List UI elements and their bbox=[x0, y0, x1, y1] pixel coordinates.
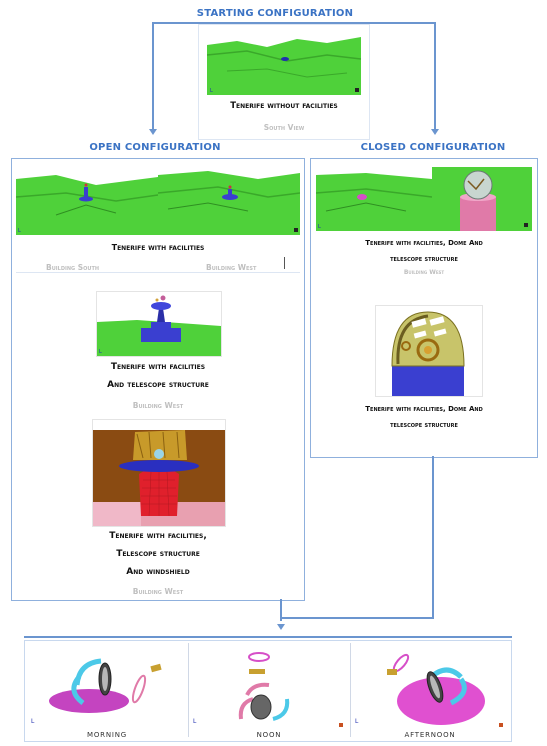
open-view-building-west-2: Building West bbox=[132, 401, 184, 410]
open-caption-3-line-1: Tenerife with facilities, bbox=[109, 531, 207, 541]
terrain-south-view-image: L bbox=[207, 31, 361, 95]
connector-closed-down bbox=[432, 456, 434, 618]
svg-text:L: L bbox=[318, 224, 321, 230]
open-view-building-west-3: Building West bbox=[132, 587, 184, 596]
arrow-to-bottom-row bbox=[277, 624, 285, 630]
open-windshield-image bbox=[92, 419, 226, 527]
closed-telescope-interior-image bbox=[375, 305, 483, 397]
noon-render-image: L bbox=[189, 643, 349, 733]
connector-top-horizontal bbox=[152, 22, 436, 24]
open-caption-2-line-2: And telescope structure bbox=[107, 380, 209, 390]
noon-label: NOON bbox=[256, 731, 282, 739]
open-caption-3-line-3: And windshield bbox=[126, 567, 190, 577]
closed-caption-2-line-1: Tenerife with facilities, Dome And bbox=[365, 405, 483, 413]
morning-label: MORNING bbox=[87, 731, 127, 739]
afternoon-render-image: L bbox=[351, 643, 509, 733]
bottom-row-bar bbox=[24, 636, 512, 638]
bottom-divider-2 bbox=[350, 643, 351, 737]
open-configuration-panel: L Tenerife with facilities Building Sout… bbox=[11, 158, 305, 601]
connector-left-vertical bbox=[152, 22, 154, 130]
open-building-south-image: L bbox=[16, 165, 158, 235]
afternoon-label: AFTERNOON bbox=[404, 731, 456, 739]
open-telescope-structure-image: L bbox=[96, 291, 222, 357]
closed-caption-2-line-2: telescope structure bbox=[390, 421, 458, 429]
closed-dome-image bbox=[432, 167, 532, 231]
connector-open-down bbox=[280, 599, 282, 621]
bottom-divider-1 bbox=[188, 643, 189, 737]
closed-configuration-header: CLOSED CONFIGURATION bbox=[360, 142, 506, 153]
svg-text:L: L bbox=[193, 718, 197, 725]
open-configuration-header: OPEN CONFIGURATION bbox=[89, 142, 221, 153]
morning-render-image: L bbox=[27, 643, 187, 733]
divider-mark bbox=[284, 257, 285, 269]
starting-caption: Tenerife without facilities bbox=[230, 101, 338, 111]
arrow-to-open bbox=[149, 129, 157, 135]
open-caption-3-line-2: Telescope structure bbox=[116, 549, 200, 559]
open-view-building-south: Building South bbox=[46, 263, 100, 272]
arrow-to-closed bbox=[431, 129, 439, 135]
open-caption-2-line-1: Tenerife with facilities bbox=[110, 362, 206, 372]
closed-caption-1-line-2: telescope structure bbox=[390, 255, 458, 263]
open-building-west-image bbox=[158, 165, 300, 235]
svg-text:L: L bbox=[210, 88, 213, 94]
closed-terrain-image: L bbox=[316, 167, 432, 231]
connector-right-vertical bbox=[434, 22, 436, 130]
svg-text:L: L bbox=[31, 718, 35, 725]
closed-configuration-panel: L Tenerife with facilities, Dome And tel… bbox=[310, 158, 538, 458]
starting-panel: L Tenerife without facilities South View bbox=[198, 24, 370, 140]
open-caption-1: Tenerife with facilities bbox=[111, 243, 205, 252]
closed-caption-1-line-1: Tenerife with facilities, Dome And bbox=[365, 239, 483, 247]
svg-text:L: L bbox=[355, 718, 359, 725]
connector-closed-horizontal bbox=[280, 617, 434, 619]
starting-view-label: South View bbox=[263, 123, 305, 132]
open-view-building-west-1: Building West bbox=[206, 263, 257, 272]
svg-text:L: L bbox=[99, 349, 102, 355]
bottom-row-panel: L L L MORNING NOON bbox=[24, 640, 512, 742]
svg-text:L: L bbox=[18, 228, 21, 234]
divider-line bbox=[16, 272, 300, 273]
closed-view-building-west: Building West bbox=[403, 269, 445, 276]
starting-configuration-header: STARTING CONFIGURATION bbox=[196, 8, 354, 19]
